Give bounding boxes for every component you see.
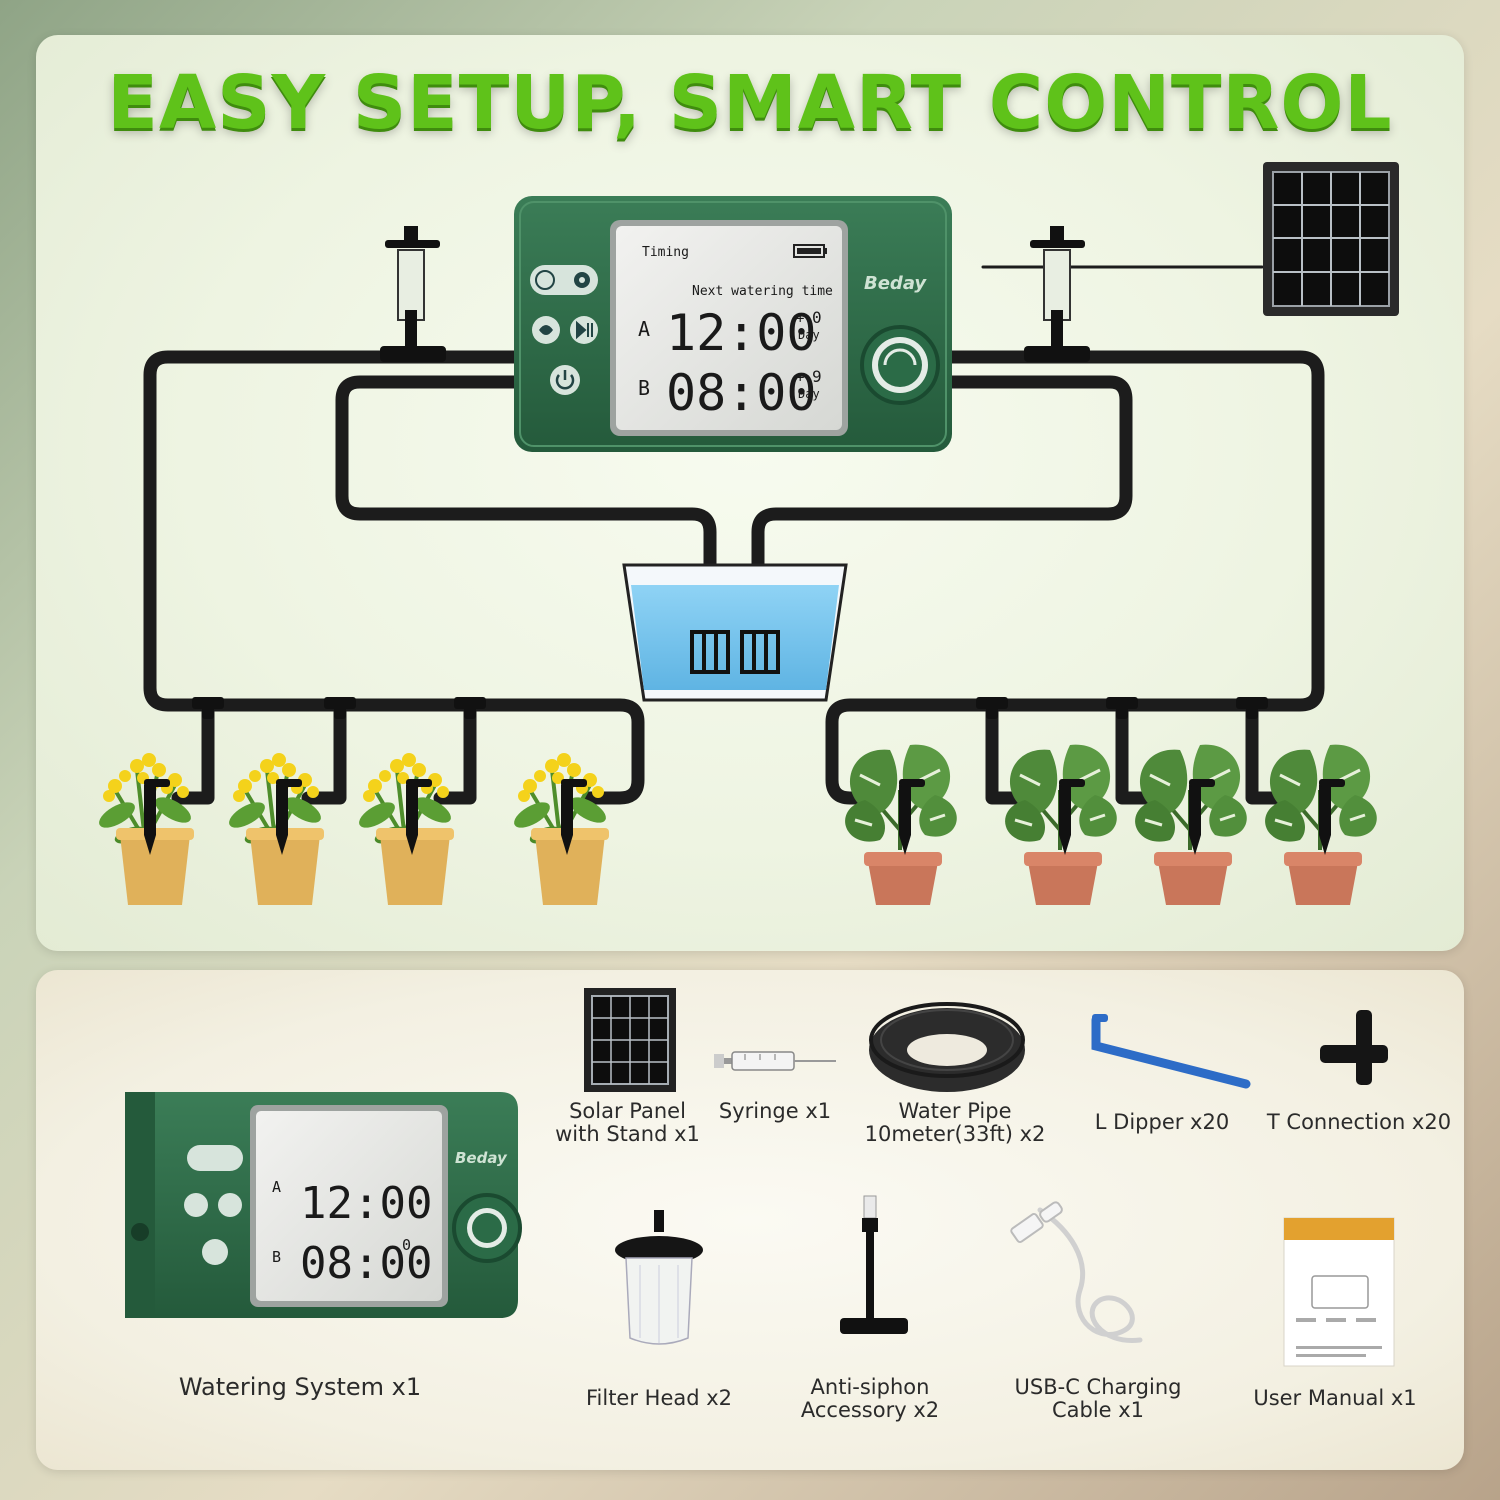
rotary-knob-icon[interactable] (860, 325, 940, 405)
anti-siphon-right-icon (1024, 226, 1090, 362)
channel-b-plus: + (796, 370, 804, 386)
label-l-dipper: L Dipper x20 (1094, 1110, 1230, 1134)
svg-text:Beday: Beday (455, 1149, 508, 1167)
headline: EASY SETUP, SMART CONTROL (107, 60, 1393, 146)
channel-b-unit: Day (798, 387, 820, 401)
channel-a-plus: + (796, 311, 804, 327)
mode-icon (535, 270, 555, 290)
solar-panel-small-icon (584, 988, 676, 1092)
watering-controller: Timing Next watering time A 12:00 + 0 Da… (514, 196, 952, 452)
play-pause-icon (576, 320, 593, 340)
power-icon (555, 370, 575, 390)
brand-logo: Beday (864, 273, 927, 294)
anti-siphon-left-icon (380, 226, 446, 362)
label-user-manual: User Manual x1 (1253, 1386, 1417, 1410)
svg-text:12:00: 12:00 (300, 1178, 432, 1229)
channel-a-label: A (638, 317, 650, 341)
channel-a-days: 0 (812, 308, 822, 327)
water-bucket (622, 563, 848, 702)
flower-pots (93, 751, 612, 905)
lcd-next-label: Next watering time (692, 284, 833, 299)
channel-b-label: B (638, 376, 650, 400)
watering-controller-icon: A 12:00 0 B 08:00 Beday (125, 1092, 522, 1318)
t-connector-icon (1320, 1010, 1388, 1085)
lcd-mode-label: Timing (642, 245, 689, 260)
label-t-connection: T Connection x20 (1266, 1110, 1452, 1134)
label-syringe: Syringe x1 (718, 1099, 832, 1123)
anti-siphon-icon (840, 1195, 908, 1334)
channel-a-unit: Day (798, 328, 820, 342)
svg-text:A: A (272, 1178, 281, 1196)
user-manual-icon (1283, 1217, 1395, 1367)
water-pipe-coil-icon (869, 1002, 1025, 1092)
usb-c-cable-icon (1010, 1201, 1143, 1343)
tubing (143, 265, 1325, 805)
label-filter-head: Filter Head x2 (585, 1386, 733, 1410)
manual-water-icon (539, 325, 553, 335)
channel-b-time: 08:00 (666, 364, 817, 422)
filter-head-icon (615, 1210, 703, 1345)
svg-text:0: 0 (402, 1236, 411, 1254)
label-watering-system: Watering System x1 (178, 1373, 422, 1401)
channel-a-time: 12:00 (666, 304, 817, 362)
svg-text:B: B (272, 1248, 281, 1266)
solar-panel-icon (1263, 162, 1399, 316)
monstera-pots (843, 742, 1379, 905)
channel-b-days: 9 (812, 367, 822, 386)
svg-text:08:00: 08:00 (300, 1238, 432, 1289)
l-dipper-icon (1091, 1014, 1251, 1089)
syringe-icon (714, 1051, 836, 1071)
battery-icon (793, 244, 827, 258)
